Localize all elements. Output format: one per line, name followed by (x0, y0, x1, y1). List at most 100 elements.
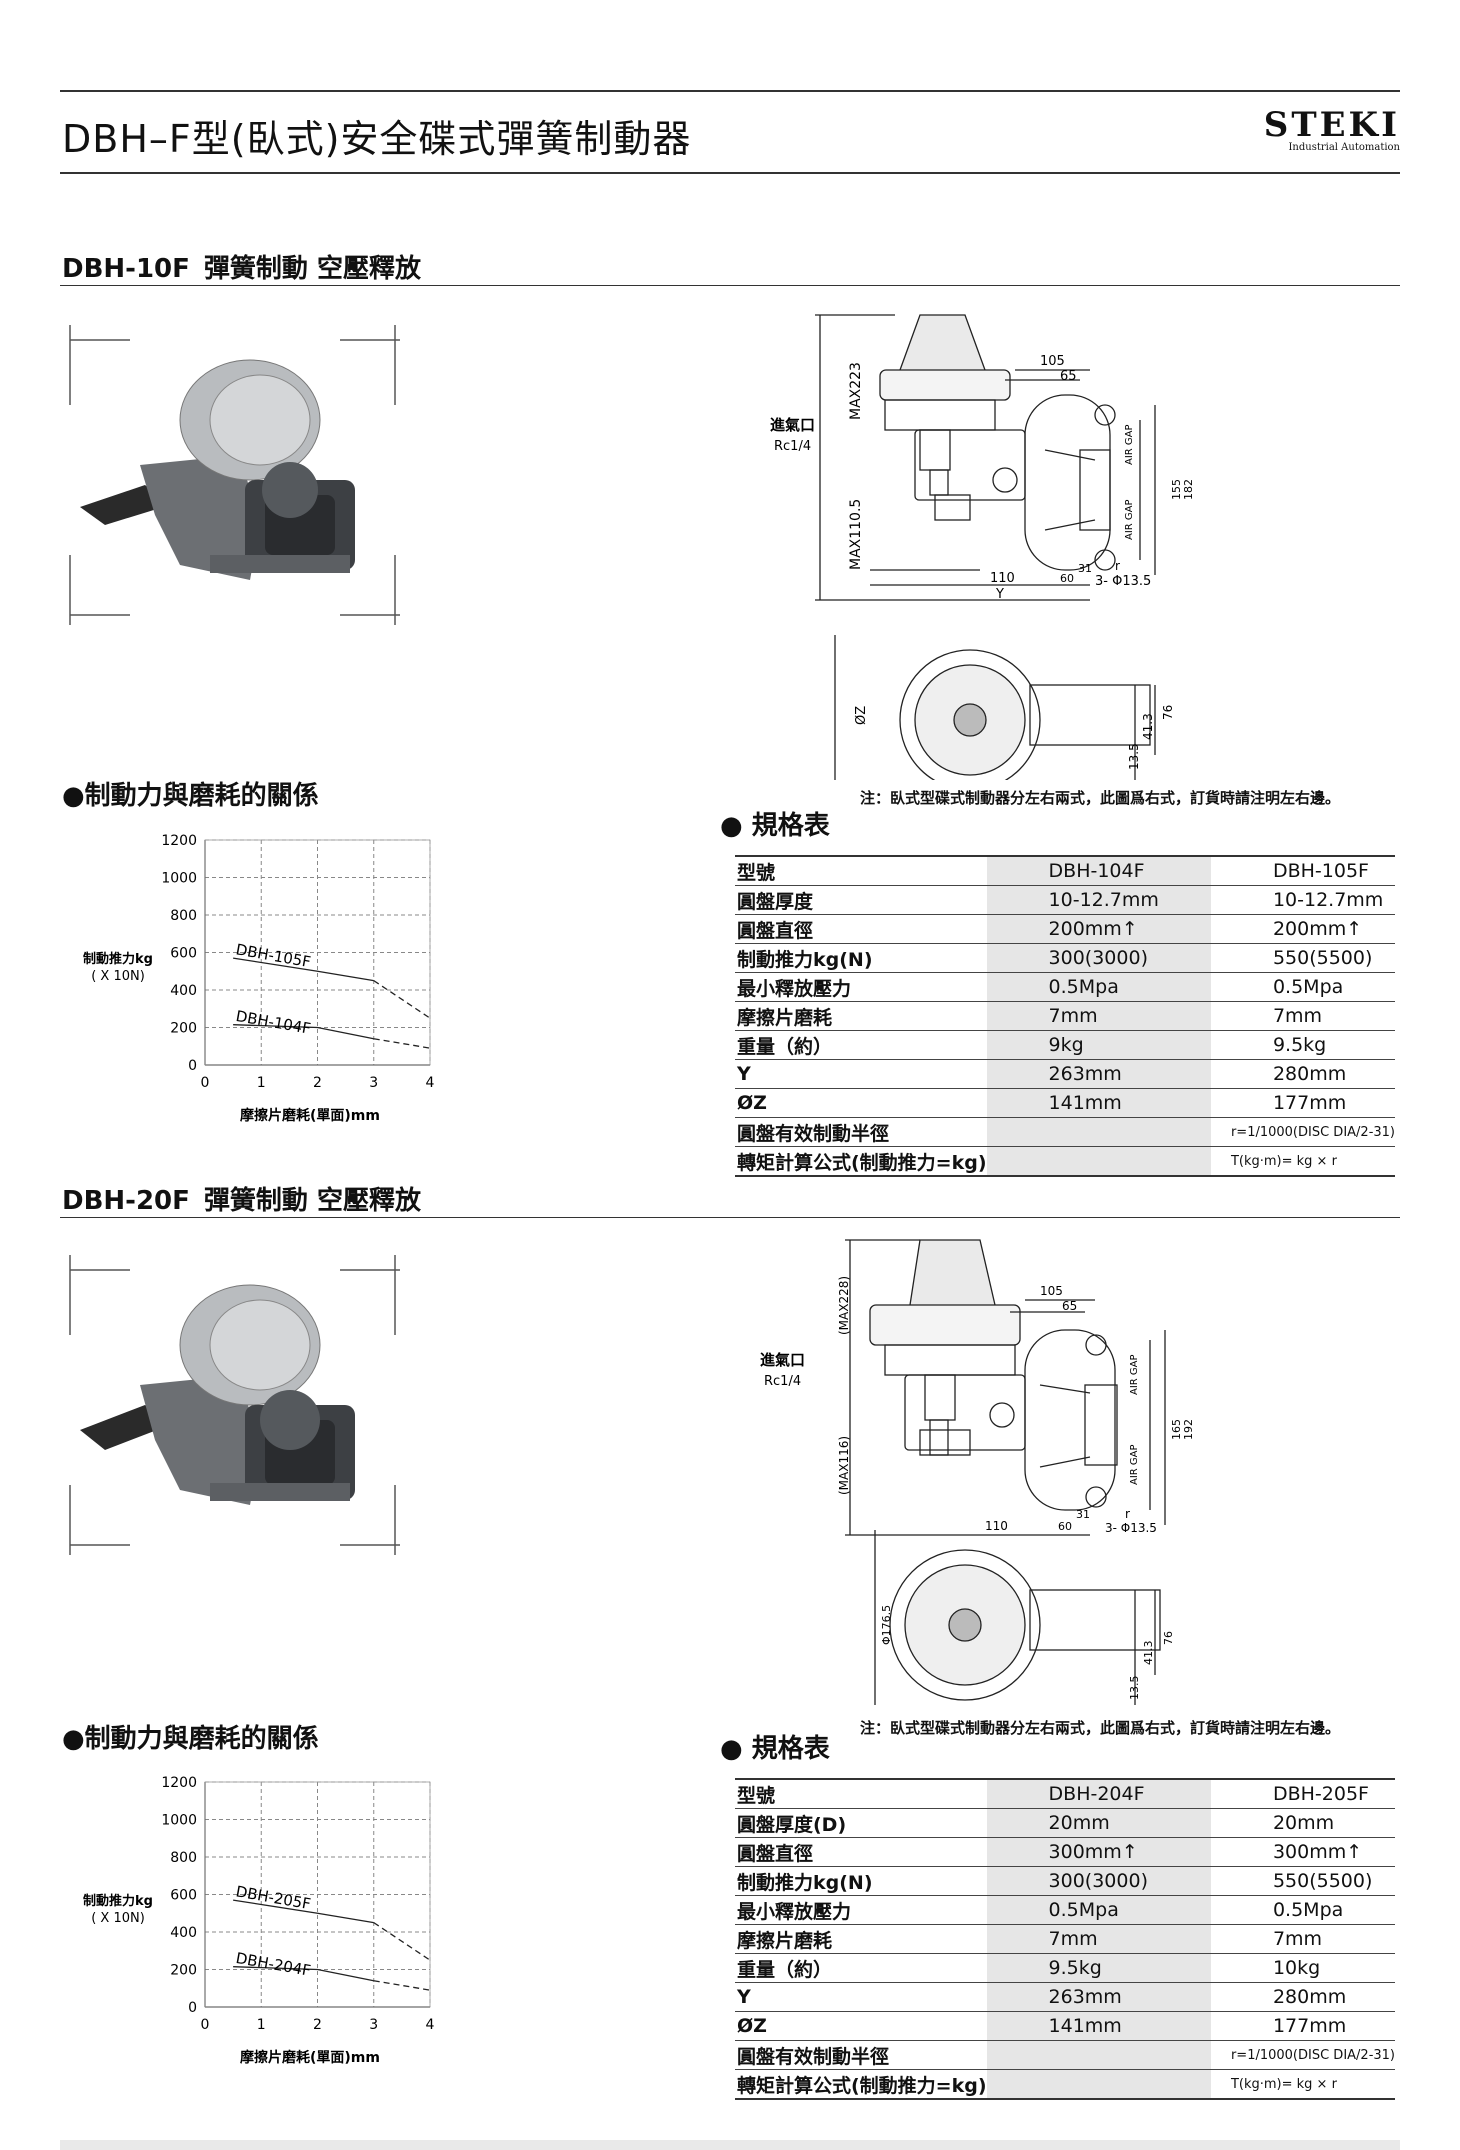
spec-label: 制動推力kg(N) (735, 943, 987, 973)
page-title: DBH–F型(臥式)安全碟式彈簧制動器 (62, 117, 692, 161)
y-tick-label: 400 (170, 983, 197, 999)
series-line-dashed-0 (373, 1922, 431, 1961)
spec-label: ØZ (735, 2011, 987, 2041)
air-gap-lower: AIR GAP (1129, 1444, 1140, 1485)
section-subtitle: 彈簧制動 空壓釋放 (203, 254, 421, 284)
y-axis-label-unit: ( X 10N) (91, 969, 145, 984)
y-tick-label: 1000 (161, 1813, 197, 1829)
inlet-label: 進氣口 (760, 1351, 805, 1369)
max-bottom-dim: MAX110.5 (848, 499, 864, 570)
spec-value-model-1: 141mm (986, 1088, 1211, 1118)
section-model: DBH-10F (62, 254, 190, 284)
y-axis-label-unit: ( X 10N) (91, 1911, 145, 1926)
chart-heading: ●制動力與磨耗的關係 (62, 1724, 319, 1754)
spec-label: 最小釋放壓力 (735, 972, 987, 1002)
spec-value-model-2: 7mm (1210, 1924, 1395, 1954)
spec-label: 圓盤直徑 (735, 1837, 987, 1867)
spec-value-model-1 (986, 2040, 1211, 2070)
dia-z: ØZ (854, 706, 869, 725)
spec-value-model-2: 550(5500) (1210, 943, 1395, 973)
spec-row: 轉矩計算公式(制動推力=kg)T(kg·m)= kg × r (735, 2069, 1395, 2100)
holes-spec: 3- Φ13.5 (1105, 1521, 1157, 1535)
header-top-rule (60, 90, 1400, 92)
y-tick-label: 1200 (161, 1775, 197, 1791)
x-tick-label: 1 (257, 2017, 266, 2033)
orientation-note: 注：臥式型碟式制動器分左右兩式，此圖爲右式，訂貨時請注明左右邊。 (860, 1719, 1341, 1737)
dim-41-3: 41.3 (1141, 713, 1155, 740)
product-photo (69, 1255, 400, 1555)
x-tick-label: 3 (369, 2017, 378, 2033)
spec-value-model-1: DBH-104F (986, 855, 1211, 886)
spec-row: 制動推力kg(N)300(3000)550(5500) (735, 943, 1395, 973)
y-tick-label: 0 (188, 1058, 197, 1074)
max-bottom-dim: (MAX116) (837, 1436, 851, 1495)
x-tick-label: 4 (426, 2017, 435, 2033)
dim-y: Y (995, 587, 1004, 602)
inlet-size: Rc1/4 (774, 439, 811, 454)
y-tick-label: 200 (170, 1021, 197, 1037)
spec-value-model-2: r=1/1000(DISC DIA/2-31) (1210, 1117, 1395, 1147)
y-tick-label: 0 (188, 2000, 197, 2016)
inlet-label: 進氣口 (770, 416, 815, 434)
x-tick-label: 0 (201, 1075, 210, 1091)
section-model: DBH-20F (62, 1186, 190, 1216)
dim-r: r (1115, 559, 1120, 573)
spec-value-model-1 (986, 1146, 1211, 1177)
series-label: DBH-104F (234, 1007, 312, 1038)
series-line-0 (233, 957, 374, 982)
dim-r: r (1125, 1507, 1130, 1521)
series-line-dashed-0 (373, 980, 431, 1019)
spec-label: 摩擦片磨耗 (735, 1924, 987, 1954)
spec-value-model-1: 300(3000) (986, 943, 1211, 973)
spec-value-model-1: 141mm (986, 2011, 1211, 2041)
spec-heading: ● 規格表 (720, 811, 830, 841)
spec-row: 圓盤有效制動半徑 r=1/1000(DISC DIA/2-31) (735, 1117, 1395, 1147)
spec-value-model-2: 20mm (1210, 1808, 1395, 1838)
dim-31: 31 (1076, 1508, 1090, 1521)
spec-value-model-1: 263mm (986, 1982, 1211, 2012)
spec-value-model-1: 263mm (986, 1059, 1211, 1089)
dim-13-5: 13.5 (1127, 743, 1141, 770)
spec-label: 轉矩計算公式(制動推力=kg) (735, 1146, 987, 1177)
air-gap-upper: AIR GAP (1124, 424, 1135, 465)
inlet-size: Rc1/4 (764, 1374, 801, 1389)
x-tick-label: 4 (426, 1075, 435, 1091)
spec-value-model-2: 7mm (1210, 1001, 1395, 1031)
spec-label: 轉矩計算公式(制動推力=kg) (735, 2069, 987, 2100)
spec-value-model-1: 20mm (986, 1808, 1211, 1838)
spec-value-model-1: 0.5Mpa (986, 1895, 1211, 1925)
spec-value-model-1: 9kg (986, 1030, 1211, 1060)
spec-value-model-1 (986, 1117, 1211, 1147)
header-bottom-rule (60, 172, 1400, 174)
spec-value-model-1: 7mm (986, 1924, 1211, 1954)
plot-frame (204, 1781, 431, 2008)
spec-value-model-2: 177mm (1210, 1088, 1395, 1118)
spec-label: 制動推力kg(N) (735, 1866, 987, 1896)
spec-label: 重量（約） (735, 1030, 987, 1060)
dim-182: 182 (1182, 479, 1195, 500)
spec-label: 型號 (735, 1778, 987, 1809)
spec-value-model-1: 200mm↑ (986, 914, 1211, 944)
x-tick-label: 3 (369, 1075, 378, 1091)
spec-value-model-2: r=1/1000(DISC DIA/2-31) (1210, 2040, 1395, 2070)
y-tick-label: 800 (170, 908, 197, 924)
spec-label: 型號 (735, 855, 987, 886)
series-label: DBH-205F (234, 1882, 312, 1913)
spec-value-model-2: DBH-105F (1210, 855, 1395, 886)
max-top-dim: MAX223 (848, 362, 864, 420)
spec-label: 圓盤有效制動半徑 (735, 1117, 987, 1147)
x-axis-label: 摩擦片磨耗(單面)mm (240, 2049, 380, 2066)
spec-row: 制動推力kg(N)300(3000)550(5500) (735, 1866, 1395, 1896)
y-axis-label: 制動推力kg (83, 951, 153, 967)
spec-value-model-2: 9.5kg (1210, 1030, 1395, 1060)
